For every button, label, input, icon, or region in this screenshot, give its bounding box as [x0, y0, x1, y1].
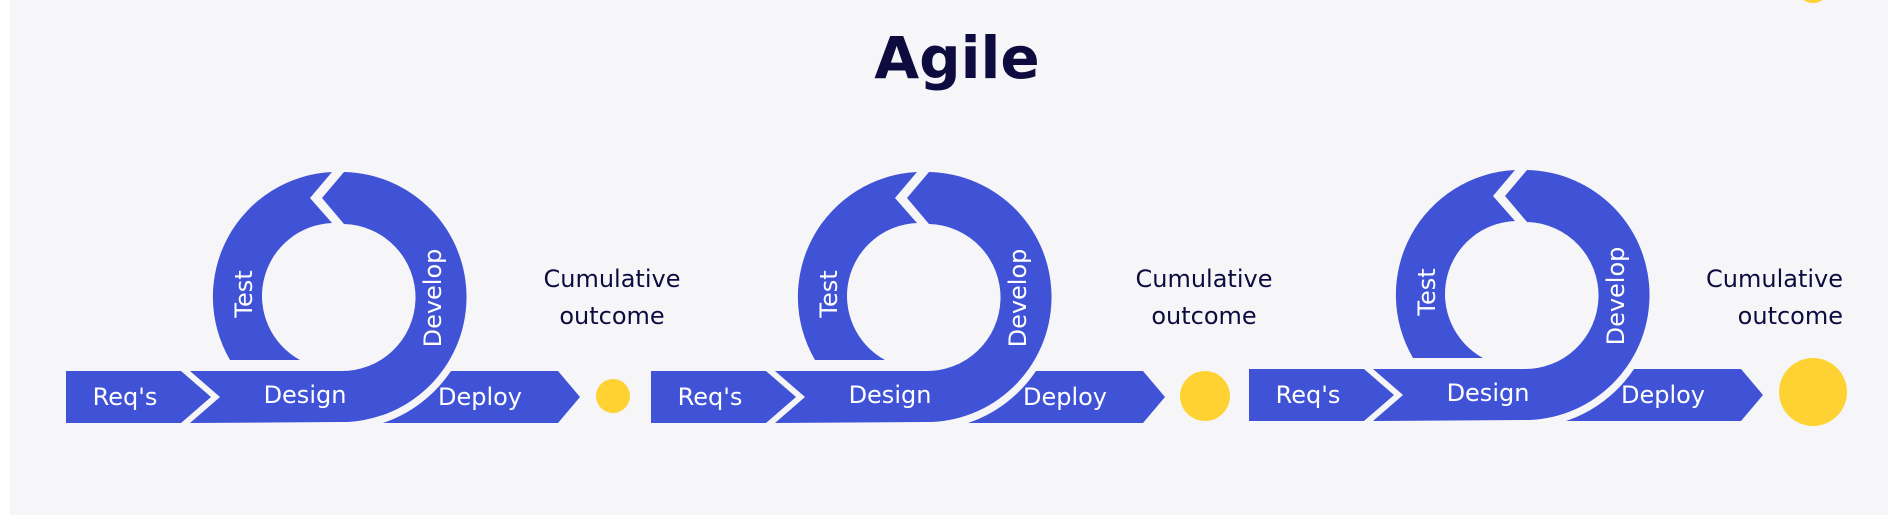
reqs-arrow	[651, 371, 796, 423]
deploy-arrow	[968, 371, 1165, 423]
develop-label: Develop	[1004, 249, 1032, 348]
cycle-unit-3: Req's Design Deploy Test Develop Cumulat…	[1249, 170, 1847, 426]
design-develop-ring	[190, 172, 467, 423]
test-label: Test	[815, 270, 843, 318]
diagram-panel	[10, 0, 1888, 515]
test-arc	[212, 172, 332, 360]
develop-label: Develop	[1602, 247, 1630, 346]
reqs-label: Req's	[1276, 381, 1341, 409]
cumulative-outcome-dot	[1180, 371, 1230, 421]
test-arc	[1395, 170, 1515, 358]
design-label: Design	[849, 381, 932, 409]
cumulative-outcome-dot	[596, 379, 630, 413]
deploy-arrow	[1566, 369, 1763, 421]
deploy-label: Deploy	[1621, 381, 1705, 409]
design-label: Design	[264, 381, 347, 409]
cumulative-outcome-label: outcome	[1738, 302, 1843, 330]
design-develop-ring	[775, 172, 1052, 423]
reqs-label: Req's	[678, 383, 743, 411]
deploy-label: Deploy	[1023, 383, 1107, 411]
cumulative-outcome-label: Cumulative	[1136, 265, 1273, 293]
reqs-arrow	[1249, 369, 1394, 421]
test-label: Test	[1413, 268, 1441, 316]
design-label: Design	[1447, 379, 1530, 407]
reqs-label: Req's	[93, 383, 158, 411]
cumulative-outcome-label: outcome	[1151, 302, 1256, 330]
cumulative-outcome-label: Cumulative	[1706, 265, 1843, 293]
cumulative-outcome-label: Cumulative	[544, 265, 681, 293]
deploy-label: Deploy	[438, 383, 522, 411]
design-develop-ring	[1373, 170, 1650, 421]
reqs-arrow	[66, 371, 211, 423]
page-title: Agile	[874, 24, 1040, 92]
test-arc	[797, 172, 917, 360]
cycle-unit-1: Req's Design Deploy Test Develop Cumulat…	[66, 172, 680, 423]
test-label: Test	[230, 270, 258, 318]
cumulative-outcome-dot	[1779, 358, 1847, 426]
cumulative-outcome-label: outcome	[559, 302, 664, 330]
develop-label: Develop	[419, 249, 447, 348]
deploy-arrow	[383, 371, 580, 423]
partial-decorative-dot	[1803, 0, 1823, 3]
cycle-unit-2: Req's Design Deploy Test Develop Cumulat…	[651, 172, 1272, 423]
